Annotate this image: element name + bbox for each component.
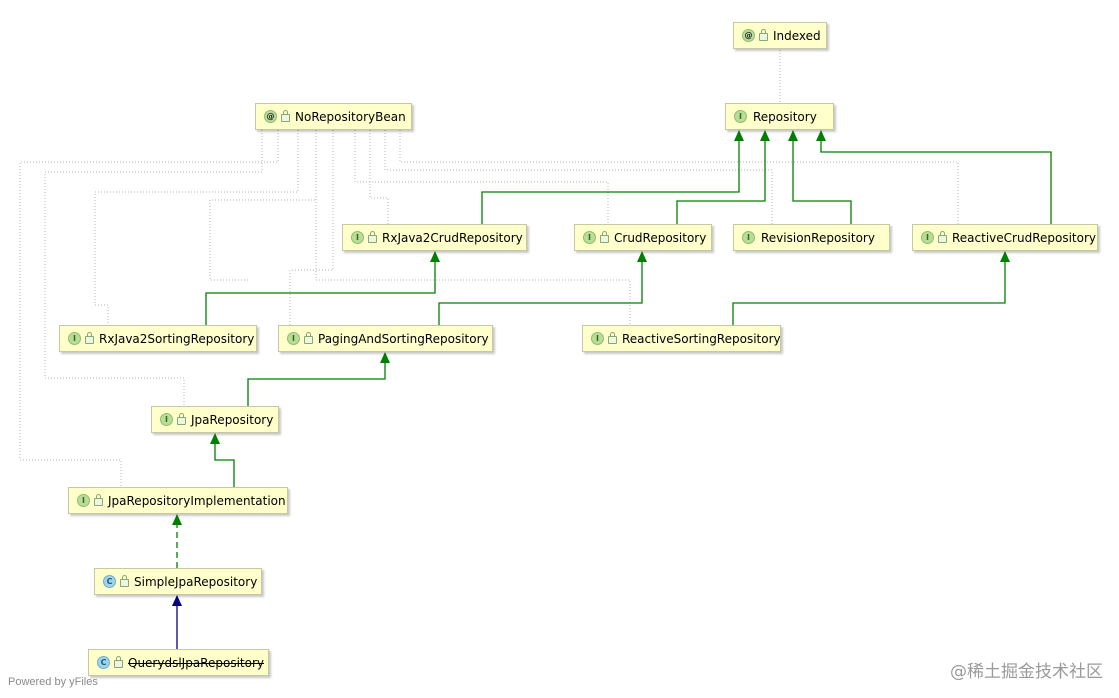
arrowhead-reactivesorting-reactivecrud: [1000, 251, 1010, 262]
node-simplejparepository[interactable]: C SimpleJpaRepository: [94, 568, 262, 595]
node-jparepository[interactable]: I JpaRepository: [151, 406, 279, 433]
arrowhead-crud-repository: [760, 130, 770, 141]
edge-norepo-revision: [384, 130, 773, 224]
node-jparepositoryimplementation[interactable]: I JpaRepositoryImplementation: [68, 487, 288, 514]
edge-norepo-rxjava2sorting: [94, 130, 299, 325]
arrowhead-rxjava2crud-repository: [734, 130, 744, 141]
edge-rxjava2sorting-rxjava2crud: [205, 262, 436, 325]
arrowhead-simplejpa-jpaimpl: [172, 514, 182, 525]
node-label: JpaRepository: [191, 412, 274, 427]
edge-rxjava2crud-repository: [481, 140, 740, 224]
lock-icon: [304, 332, 313, 344]
lock-icon: [938, 231, 947, 243]
node-repository[interactable]: I Repository: [725, 103, 834, 130]
edge-reactivecrud-repository: [820, 140, 1052, 224]
interface-badge-icon: I: [742, 231, 755, 244]
node-indexed[interactable]: @ Indexed: [733, 22, 827, 49]
arrowhead-jpa-pagingsorting: [380, 352, 390, 363]
node-rxjava2crudrepository[interactable]: I RxJava2CrudRepository: [342, 224, 527, 251]
lock-icon: [177, 413, 186, 425]
interface-badge-icon: I: [921, 231, 934, 244]
node-label: ReactiveSortingRepository: [622, 331, 781, 346]
lock-icon: [94, 494, 103, 506]
node-pagingandsortingrepository[interactable]: I PagingAndSortingRepository: [278, 325, 493, 352]
class-badge-icon: C: [97, 656, 110, 669]
annotation-badge-icon: @: [264, 110, 277, 123]
node-label: CrudRepository: [614, 230, 707, 245]
watermark: @稀土掘金技术社区: [950, 662, 1103, 682]
edge-pagingsorting-crud: [438, 262, 643, 325]
node-label: Repository: [753, 109, 817, 124]
powered-by-label: Powered by yFiles: [8, 676, 98, 688]
node-label: RevisionRepository: [761, 230, 875, 245]
node-label: ReactiveCrudRepository: [952, 230, 1096, 245]
node-reactivesortingrepository[interactable]: I ReactiveSortingRepository: [582, 325, 781, 352]
interface-badge-icon: I: [160, 413, 173, 426]
lock-icon: [114, 656, 123, 668]
lock-icon: [281, 110, 290, 122]
edge-norepo-rxjava2crud: [369, 130, 389, 224]
node-label: PagingAndSortingRepository: [318, 331, 489, 346]
edge-norepo-jpa: [44, 130, 263, 406]
edge-crud-repository: [676, 140, 766, 224]
interface-badge-icon: I: [287, 332, 300, 345]
node-label: NoRepositoryBean: [295, 109, 406, 124]
edge-norepo-jpaimpl: [19, 130, 279, 487]
lock-icon: [608, 332, 617, 344]
arrowhead-pagingsorting-crud: [637, 251, 647, 262]
node-crudrepository[interactable]: I CrudRepository: [574, 224, 712, 251]
arrowhead-revision-repository: [788, 130, 798, 141]
interface-badge-icon: I: [734, 110, 747, 123]
interface-badge-icon: I: [591, 332, 604, 345]
node-norepositorybean[interactable]: @ NoRepositoryBean: [255, 103, 412, 130]
node-label: Indexed: [773, 28, 821, 43]
edge-revision-repository: [792, 140, 852, 224]
edge-norepo-reactivecrud: [399, 130, 959, 224]
node-label: RxJava2CrudRepository: [382, 230, 523, 245]
node-revisionrepository[interactable]: I RevisionRepository: [733, 224, 890, 251]
edge-norepo-pagingsorting: [289, 130, 334, 325]
class-badge-icon: C: [103, 575, 116, 588]
node-label: SimpleJpaRepository: [134, 574, 258, 589]
interface-badge-icon: I: [351, 231, 364, 244]
node-querydsljparepository[interactable]: C QuerydslJpaRepository: [88, 649, 269, 676]
edge-jpa-pagingsorting: [247, 363, 386, 406]
annotation-badge-icon: @: [742, 29, 755, 42]
arrowhead-reactivecrud-repository: [816, 130, 826, 141]
lock-icon: [368, 231, 377, 243]
node-reactivecrudrepository[interactable]: I ReactiveCrudRepository: [912, 224, 1098, 251]
edge-jpaimpl-jpa: [214, 444, 235, 487]
arrowhead-rxjava2sorting-rxjava2crud: [430, 251, 440, 262]
arrowhead-jpaimpl-jpa: [210, 433, 220, 444]
interface-badge-icon: I: [77, 494, 90, 507]
lock-icon: [759, 29, 768, 41]
interface-badge-icon: I: [583, 231, 596, 244]
node-label: QuerydslJpaRepository: [128, 655, 264, 670]
lock-icon: [600, 231, 609, 243]
arrowhead-querydsl-simplejpa: [172, 595, 182, 606]
node-label: JpaRepositoryImplementation: [108, 493, 286, 508]
node-label: RxJava2SortingRepository: [99, 331, 255, 346]
edge-reactivesorting-reactivecrud: [732, 262, 1006, 325]
lock-icon: [120, 575, 129, 587]
lock-icon: [85, 332, 94, 344]
edge-norepo-pagingsorting-extra: [209, 199, 315, 281]
node-rxjava2sortingrepository[interactable]: I RxJava2SortingRepository: [59, 325, 257, 352]
interface-badge-icon: I: [68, 332, 81, 345]
